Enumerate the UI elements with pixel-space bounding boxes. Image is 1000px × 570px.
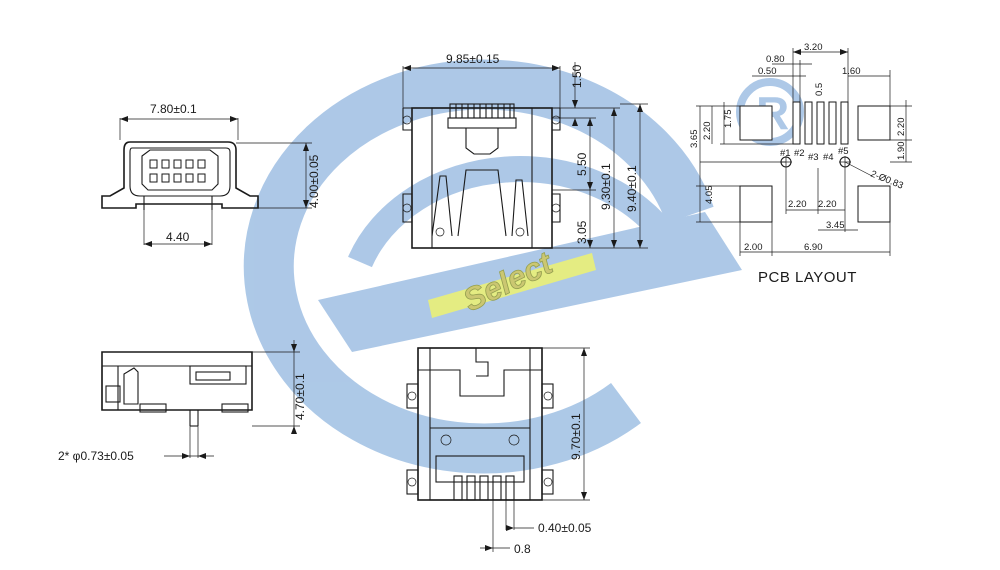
pcb-pad-top-left — [739, 105, 773, 141]
pcb-pad-bottom-right — [857, 185, 891, 223]
pcb-dim-2-20-c: 2.20 — [788, 199, 807, 210]
pcb-dim-2-20-d: 2.20 — [818, 199, 837, 210]
watermark-ring-inner — [348, 156, 679, 268]
top-dim-1-50: 1.50 — [570, 64, 584, 88]
pcb-pad-top-right — [857, 105, 891, 141]
pcb-dim-3-20: 3.20 — [804, 42, 823, 53]
pcb-dim-1-60: 1.60 — [842, 66, 861, 77]
pcb-pin-5: #5 — [838, 146, 849, 157]
pcb-pin-2: #2 — [794, 148, 805, 159]
pcb-dim-0-50: 0.50 — [758, 66, 777, 77]
side-pin-dim: 2* φ0.73±0.05 — [58, 449, 134, 463]
pcb-pad-bottom-left — [739, 185, 773, 223]
top-dim-5-50: 5.50 — [575, 152, 589, 176]
bottom-pins — [453, 475, 515, 501]
bottom-height-dim: 9.70±0.1 — [569, 413, 583, 460]
pcb-dim-3-45: 3.45 — [826, 220, 845, 231]
bottom-view: 9.70±0.1 0.40±0.05 0.8 — [406, 347, 592, 556]
watermark: Select R — [243, 59, 804, 474]
pcb-pin-1: #1 — [780, 148, 791, 159]
front-bottom-dim: 4.40 — [166, 230, 190, 244]
side-height-dim: 4.70±0.1 — [293, 373, 307, 420]
pcb-dim-2-20-a: 2.20 — [702, 122, 713, 141]
pcb-dim-1-90: 1.90 — [896, 142, 907, 161]
watermark-streak — [428, 253, 596, 318]
pcb-dim-2-20-b: 2.20 — [896, 118, 907, 137]
top-contacts — [455, 104, 511, 118]
pcb-layout-title: PCB LAYOUT — [758, 269, 857, 286]
side-view: 4.70±0.1 2* φ0.73±0.05 — [58, 340, 307, 463]
pcb-dim-0-80: 0.80 — [766, 54, 785, 65]
pcb-pin-4: #4 — [823, 152, 834, 163]
pcb-signal-pads — [792, 101, 849, 145]
front-height-dim: 4.00±0.05 — [307, 154, 321, 208]
pcb-dim-2-00: 2.00 — [744, 242, 763, 253]
pcb-dim-0-5: 0.5 — [814, 83, 825, 96]
front-view: 7.80±0.1 4.00±0.05 — [101, 102, 321, 247]
watermark-ring — [243, 59, 714, 474]
pcb-dim-6-90: 6.90 — [804, 242, 823, 253]
front-contacts — [149, 159, 206, 183]
pcb-pin-3: #3 — [808, 152, 819, 163]
top-width-dim: 9.85±0.15 — [446, 52, 500, 66]
top-dim-9-40: 9.40±0.1 — [625, 165, 639, 212]
pcb-dim-3-65: 3.65 — [689, 130, 700, 149]
bottom-pin-width-dim: 0.40±0.05 — [538, 521, 592, 535]
top-view: 9.85±0.15 — [402, 52, 648, 249]
pcb-layout: #1 #2 #3 #4 #5 3.20 0.80 0.50 1.60 0.5 3… — [689, 42, 912, 286]
pcb-dim-4-05: 4.05 — [704, 186, 715, 205]
top-dim-3-05: 3.05 — [575, 220, 589, 244]
bottom-pitch-dim: 0.8 — [514, 542, 531, 556]
top-dim-9-30: 9.30±0.1 — [599, 163, 613, 210]
pcb-dim-1-75: 1.75 — [723, 110, 734, 129]
front-width-dim: 7.80±0.1 — [150, 102, 197, 116]
